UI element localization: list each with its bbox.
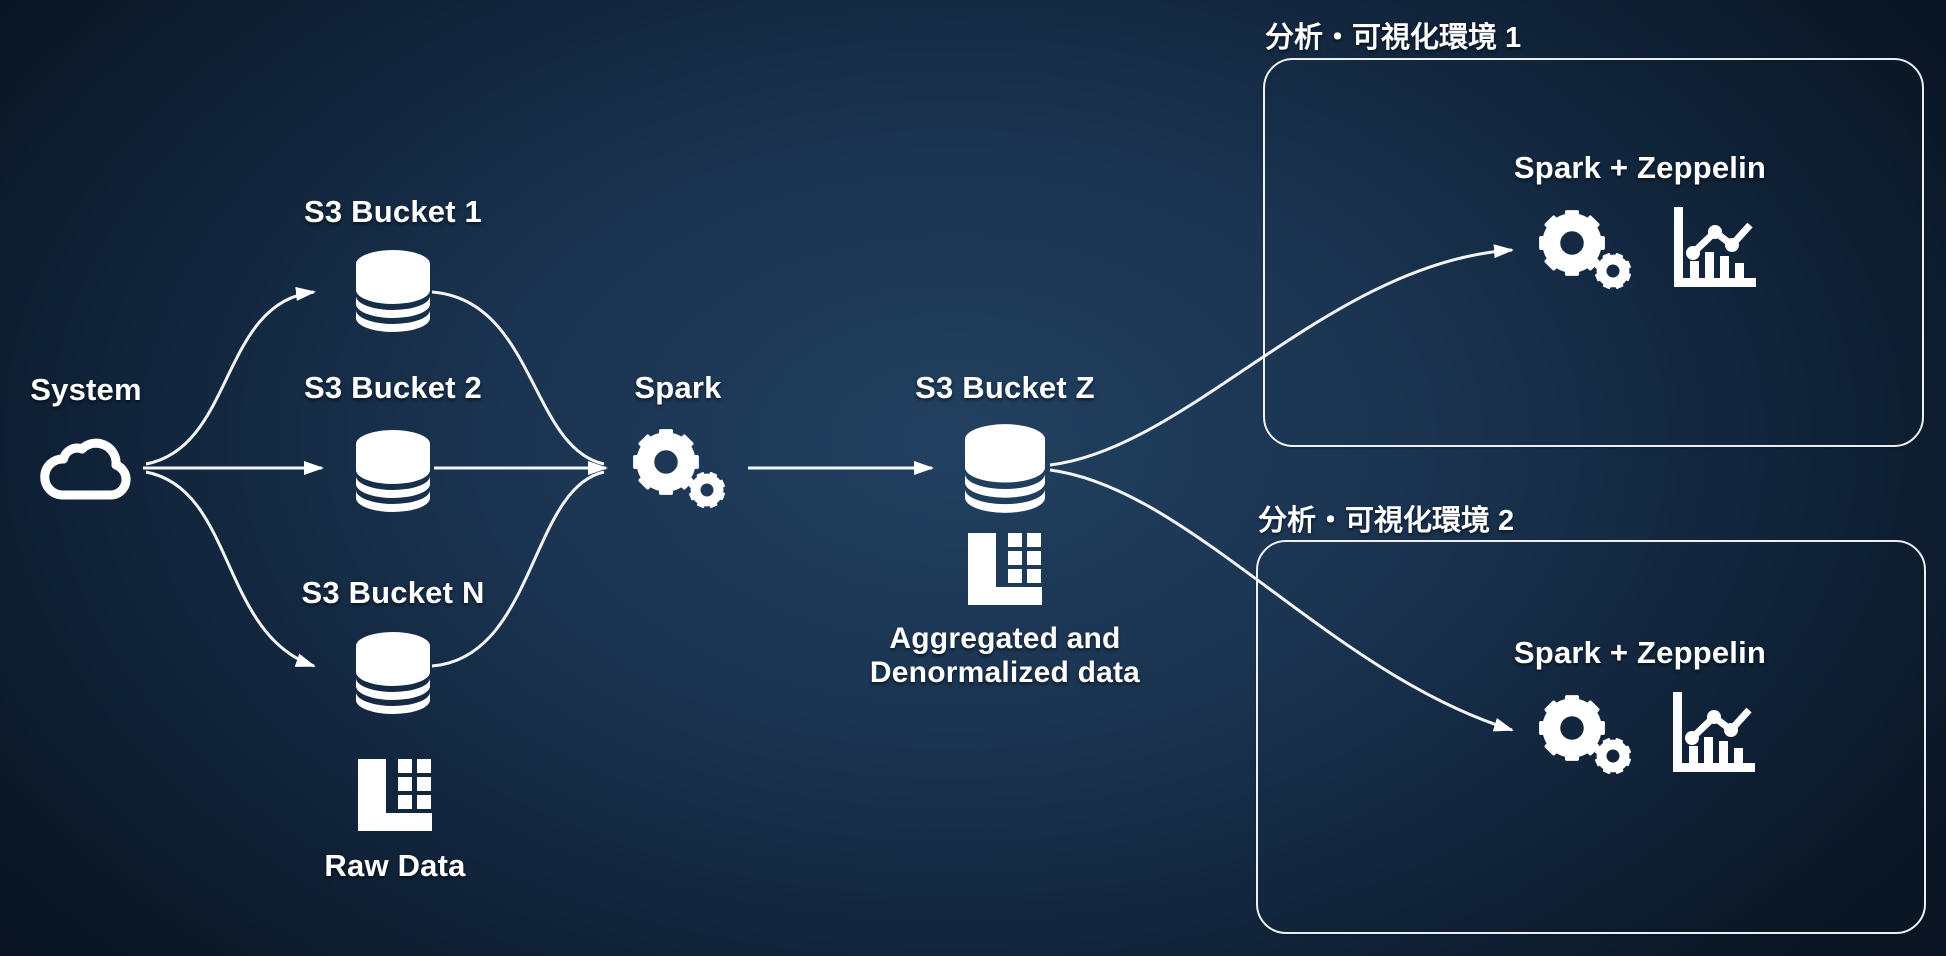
gears-icon	[632, 428, 728, 512]
raw-data-label: Raw Data	[324, 848, 466, 883]
bucketZ-label: S3 Bucket Z	[915, 370, 1095, 405]
connector-system-to-bucketN	[145, 470, 316, 668]
database-icon	[356, 250, 430, 332]
system-label: System	[30, 372, 142, 407]
spark-label: Spark	[634, 370, 722, 405]
connector-bucketZ-to-env1	[1049, 244, 1514, 467]
database-icon	[356, 632, 430, 714]
env1-label: Spark + Zeppelin	[1513, 150, 1767, 185]
env2-box	[1256, 540, 1926, 934]
table-icon	[358, 759, 432, 831]
connector-system-to-bucket1	[145, 286, 316, 466]
connector-bucketZ-to-env2	[1049, 468, 1514, 732]
aggregated-label-line2: Denormalized data	[869, 656, 1141, 689]
gears-icon	[1538, 209, 1634, 293]
bucket1-label: S3 Bucket 1	[304, 194, 482, 229]
cloud-icon	[36, 426, 136, 504]
connector-bucketN-to-spark	[431, 470, 605, 668]
aggregated-label-line1: Aggregated and	[889, 622, 1121, 655]
database-icon	[356, 430, 430, 512]
aggregated-label: Aggregated and Denormalized data	[870, 622, 1140, 690]
connector-bucket1-to-spark	[431, 290, 605, 466]
bucketN-label: S3 Bucket N	[301, 575, 485, 610]
env2-title: 分析・可視化環境 2	[1258, 505, 1515, 537]
chart-icon	[1674, 207, 1756, 287]
table-icon	[968, 533, 1042, 605]
database-icon	[965, 424, 1045, 513]
env1-box	[1263, 58, 1924, 447]
gears-icon	[1538, 694, 1634, 778]
env2-label: Spark + Zeppelin	[1513, 635, 1767, 670]
bucket2-label: S3 Bucket 2	[304, 370, 482, 405]
chart-icon	[1673, 692, 1755, 772]
env1-title: 分析・可視化環境 1	[1265, 22, 1522, 54]
